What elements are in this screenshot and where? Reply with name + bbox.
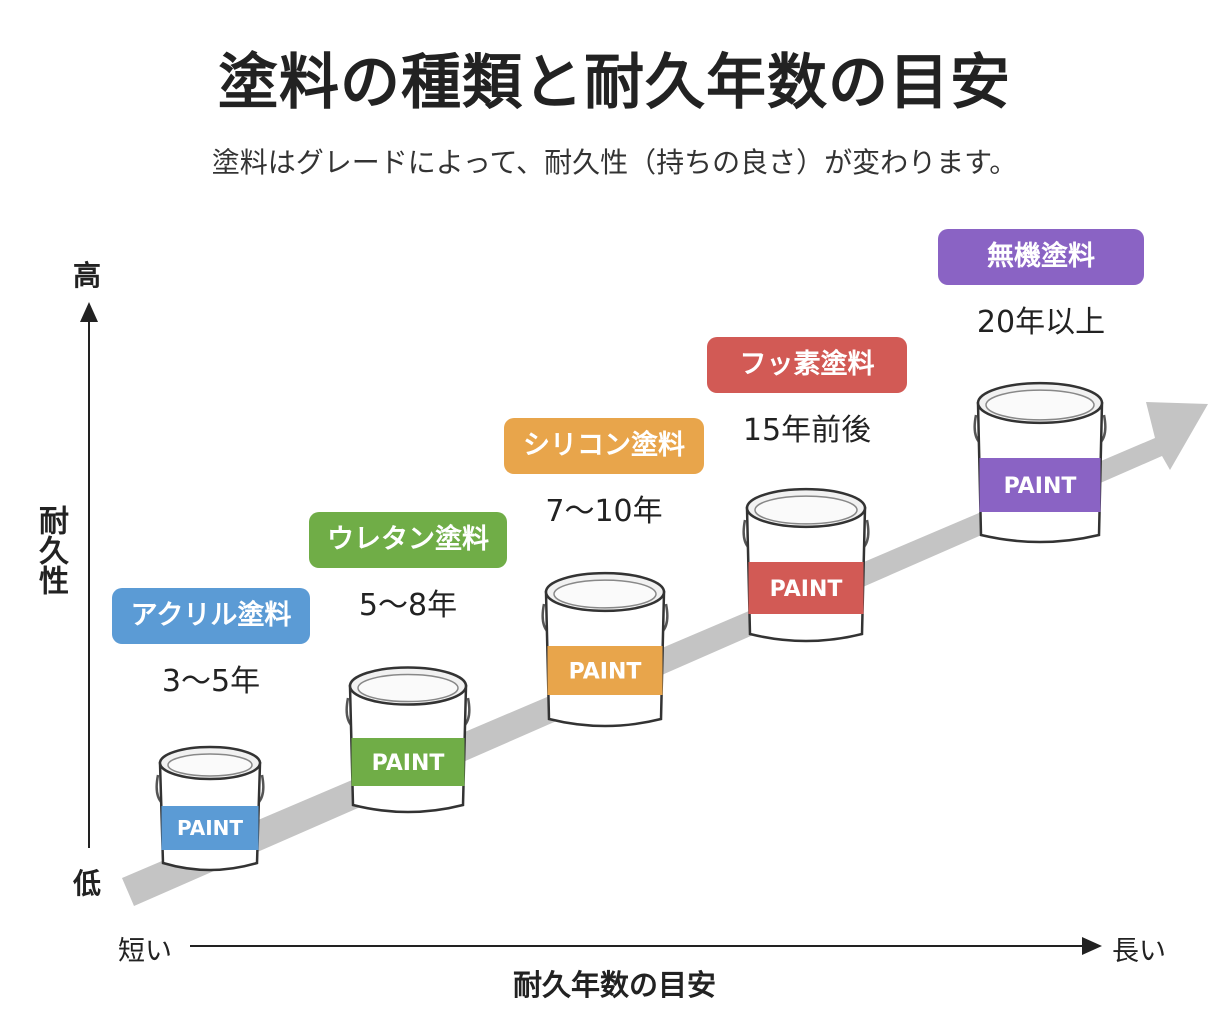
- can-label-band: [979, 458, 1101, 512]
- y-axis-arrowhead: [80, 302, 98, 322]
- can-paint-label: PAINT: [1004, 474, 1077, 499]
- x-axis-label: 耐久年数の目安: [512, 968, 716, 1002]
- y-axis-high: 高: [73, 259, 102, 292]
- y-axis-label-text: 耐久性: [33, 505, 68, 595]
- can-rim-inner: [754, 495, 858, 525]
- can-label-band: [161, 806, 259, 850]
- page-subtitle: 塗料はグレードによって、耐久性（持ちの良さ）が変わります。: [211, 146, 1018, 179]
- badge-silicone: シリコン塗料: [504, 418, 704, 474]
- y-axis-low: 低: [73, 867, 102, 900]
- page-title: 塗料の種類と耐久年数の目安: [218, 48, 1011, 118]
- years-acrylic: 3〜5年: [161, 664, 261, 699]
- years-silicone: 7〜10年: [545, 494, 663, 529]
- paint-can-acrylic: PAINT: [155, 745, 265, 872]
- paint-can-silicone: PAINT: [541, 571, 669, 728]
- paint-can-fluorine: PAINT: [742, 487, 870, 643]
- can-paint-label: PAINT: [770, 577, 843, 602]
- can-label-band: [748, 562, 864, 614]
- years-urethane: 5〜8年: [358, 588, 458, 623]
- can-label-band: [547, 646, 663, 695]
- can-rim-inner: [985, 389, 1095, 421]
- can-rim-inner: [357, 673, 459, 703]
- years-fluorine: 15年前後: [742, 413, 872, 448]
- can-paint-label: PAINT: [372, 751, 445, 776]
- can-rim-inner: [167, 753, 253, 777]
- x-axis-arrowhead: [1082, 937, 1102, 955]
- x-axis-long: 長い: [1112, 936, 1166, 967]
- can-paint-label: PAINT: [569, 659, 642, 684]
- can-label-band: [351, 738, 465, 786]
- x-axis-short: 短い: [118, 936, 172, 967]
- paint-can-inorganic: PAINT: [973, 381, 1107, 544]
- y-axis-label: 耐久性: [30, 505, 70, 595]
- can-paint-label: PAINT: [177, 816, 243, 840]
- badge-fluorine: フッ素塗料: [707, 337, 907, 393]
- can-rim-inner: [553, 579, 657, 609]
- paint-can-urethane: PAINT: [345, 666, 471, 814]
- badge-acrylic: アクリル塗料: [112, 588, 310, 644]
- years-inorganic: 20年以上: [976, 305, 1106, 340]
- badge-urethane: ウレタン塗料: [309, 512, 507, 568]
- badge-inorganic: 無機塗料: [938, 229, 1144, 285]
